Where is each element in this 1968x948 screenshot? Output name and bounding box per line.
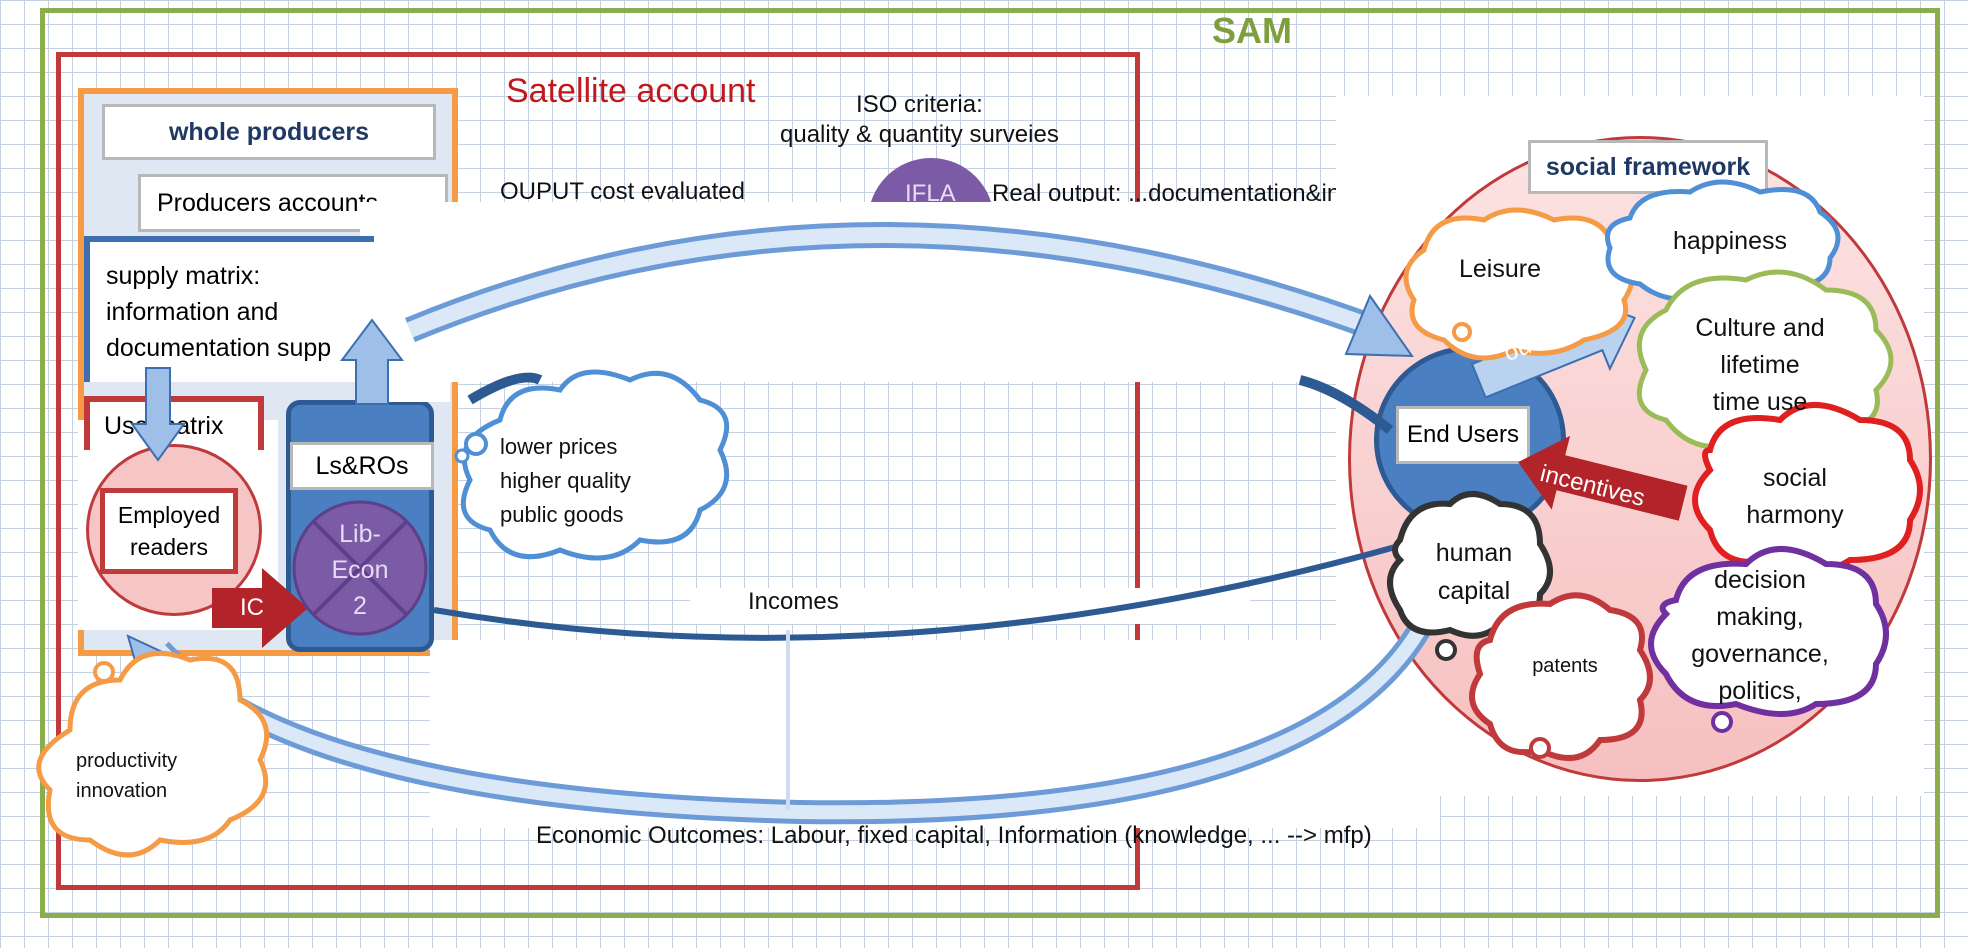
whole-producers-label: whole producers [168,117,370,146]
supply-matrix-line2: information and [106,298,279,326]
iso-criteria-label: ISO criteria: quality & quantity surveie… [780,91,1059,148]
social-harmony-cloud [1692,402,1923,573]
supply-matrix-line1: supply matrix: [106,262,261,290]
happiness-text: happiness [1673,227,1787,255]
bottom-arc-arrow-inner [154,606,1437,820]
supply-matrix-line3: documentation supp [106,334,332,362]
patents-cloud [1469,592,1653,761]
supply-down-arrow [130,367,186,462]
economic-outcomes-label: Economic Outcomes: Labour, fixed capital… [536,822,1372,849]
public-goods-text: lower prices higher quality public goods [500,434,631,527]
ic-label: IC [240,594,264,621]
patents-text: patents [1532,655,1598,677]
decision-text: decision making, governance, politics, [1691,566,1829,705]
leisure-cloud [1403,207,1635,361]
end-users-box: End Users [1396,406,1530,464]
output-cost-label: OUPUT cost evaluated [500,178,746,205]
public-goods-cloud [454,369,730,561]
sam-frame [40,8,1940,918]
ls-ros-box: Ls&ROs [290,442,434,490]
culture-text: Culture and lifetime time use [1695,314,1825,416]
whole-producers-box: whole producers [102,104,436,160]
social-harmony-text: social harmony [1746,464,1844,529]
human-capital-text: human capital [1435,539,1513,605]
incomes-connector [433,537,1421,641]
sam-title: SAM [1212,10,1292,51]
employed-readers-box: Employed readers [100,488,238,574]
producers-accounts-label: Producers accounts [157,188,378,217]
mask-center [690,588,1250,624]
lib-econ-circle [292,500,428,636]
productivity-cloud [36,650,270,858]
productivity-text: productivity innovation [76,750,178,802]
supply-matrix-box: supply matrix: information and documenta… [84,236,374,382]
top-arc-arrow-inner [406,227,1383,338]
top-arc-arrowhead [1344,293,1414,358]
lib-econ-label: Lib- Econ 2 [331,520,389,620]
right-dark-connector [1298,375,1394,434]
top-dark-connector [467,372,543,405]
supply-up-arrow [340,318,404,405]
incomes-label: Incomes [748,588,839,615]
decision-cloud [1648,546,1889,733]
satellite-frame [56,52,1140,890]
social-framework-title: social framework [1545,152,1751,181]
ls-ros-label: Ls&ROs [315,451,409,480]
ic-arrow [212,568,308,648]
leisure-text: Leisure [1459,255,1541,283]
incentives-arrow [1518,435,1688,521]
satellite-title: Satellite account [506,72,756,110]
end-users-label: End Users [1406,421,1520,448]
